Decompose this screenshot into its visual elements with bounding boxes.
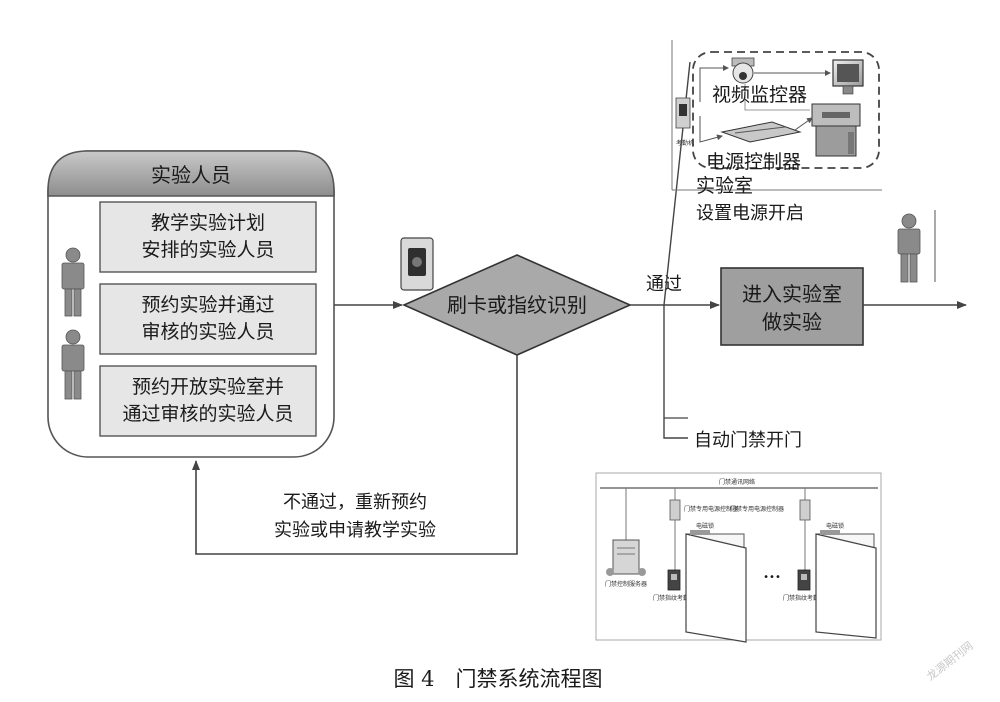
camera-icon xyxy=(731,57,755,84)
monitor-icon xyxy=(832,59,864,95)
personnel-group-reserved-approved: 预约实验并通过 审核的实验人员 xyxy=(99,283,317,355)
power-controller-label: 电源控制器 xyxy=(706,151,801,173)
enter-lab-line: 做实验 xyxy=(762,310,822,334)
attendance-reader-label: 考勤机 xyxy=(676,139,694,147)
figure-caption: 图 4 门禁系统流程图 xyxy=(393,667,602,691)
reader-label: 门禁指纹考勤机 xyxy=(653,594,695,602)
door-icon xyxy=(815,530,877,639)
personnel-group-line: 通过审核的实验人员 xyxy=(122,403,293,425)
enter-lab-line: 进入实验室 xyxy=(742,282,842,306)
server-icon xyxy=(606,539,646,576)
server-label: 门禁控制服务器 xyxy=(605,580,647,588)
person-icon xyxy=(897,213,921,283)
pass-label: 通过 xyxy=(646,274,682,295)
power-controller-box-icon xyxy=(669,499,681,521)
video-monitor-label: 视频监控器 xyxy=(712,84,807,106)
door-icon xyxy=(685,530,747,643)
controller-label: 门禁专用电源控制器 xyxy=(684,505,738,513)
personnel-group-line: 预约实验并通过 xyxy=(141,294,274,316)
access-network-inset: 门禁通讯网络 门禁控制服务器 门禁专用电源控制器 电磁锁 门禁指纹考勤机 xyxy=(595,472,882,643)
personnel-panel-title: 实验人员 xyxy=(151,163,231,187)
decision-diamond: 刷卡或指纹识别 xyxy=(402,254,632,356)
person-icon xyxy=(61,247,85,317)
personnel-group-teaching-plan: 教学实验计划 安排的实验人员 xyxy=(99,201,317,273)
ellipsis: ••• xyxy=(763,572,781,583)
watermark: 龙源期刊网 xyxy=(924,638,976,683)
personnel-panel: 实验人员 教学实验计划 安排的实验人员 预约实验并通过 审核的实验人员 预约开放… xyxy=(47,150,335,458)
fail-label-line: 不通过，重新预约 xyxy=(283,492,427,513)
personnel-group-line: 预约开放实验室并 xyxy=(132,376,284,398)
fail-label-line: 实验或申请教学实验 xyxy=(274,520,436,541)
lab-power-line: 设置电源开启 xyxy=(696,203,804,224)
lock-label: 电磁锁 xyxy=(826,522,844,530)
enter-lab-box: 进入实验室 做实验 xyxy=(720,267,864,346)
lab-equipment-inset: 考勤机 视频监控器 电源控制器 xyxy=(671,40,882,191)
fingerprint-reader-icon xyxy=(797,569,811,591)
flow-line-auto-door xyxy=(663,305,688,439)
flow-arrow-fail-return xyxy=(192,355,518,555)
lab-machine-icon xyxy=(811,103,861,157)
auto-door-label: 自动门禁开门 xyxy=(694,430,802,451)
personnel-group-open-lab: 预约开放实验室并 通过审核的实验人员 xyxy=(99,365,317,437)
person-icon xyxy=(61,329,85,400)
personnel-group-line: 安排的实验人员 xyxy=(141,239,274,261)
personnel-group-line: 教学实验计划 xyxy=(151,212,265,234)
power-controller-box-icon xyxy=(799,499,811,521)
lab-power-line: 实验室 xyxy=(696,175,753,197)
fingerprint-reader-icon xyxy=(667,569,681,591)
attendance-reader-icon xyxy=(675,97,691,129)
card-reader-icon xyxy=(400,237,434,291)
controller-label: 门禁专用电源控制器 xyxy=(730,505,784,513)
reader-label: 门禁指纹考勤机 xyxy=(783,594,825,602)
network-label: 门禁通讯网络 xyxy=(719,478,755,486)
lock-label: 电磁锁 xyxy=(696,522,714,530)
decision-label: 刷卡或指纹识别 xyxy=(447,293,587,317)
power-controller-icon xyxy=(720,121,802,143)
personnel-group-line: 审核的实验人员 xyxy=(141,321,274,343)
